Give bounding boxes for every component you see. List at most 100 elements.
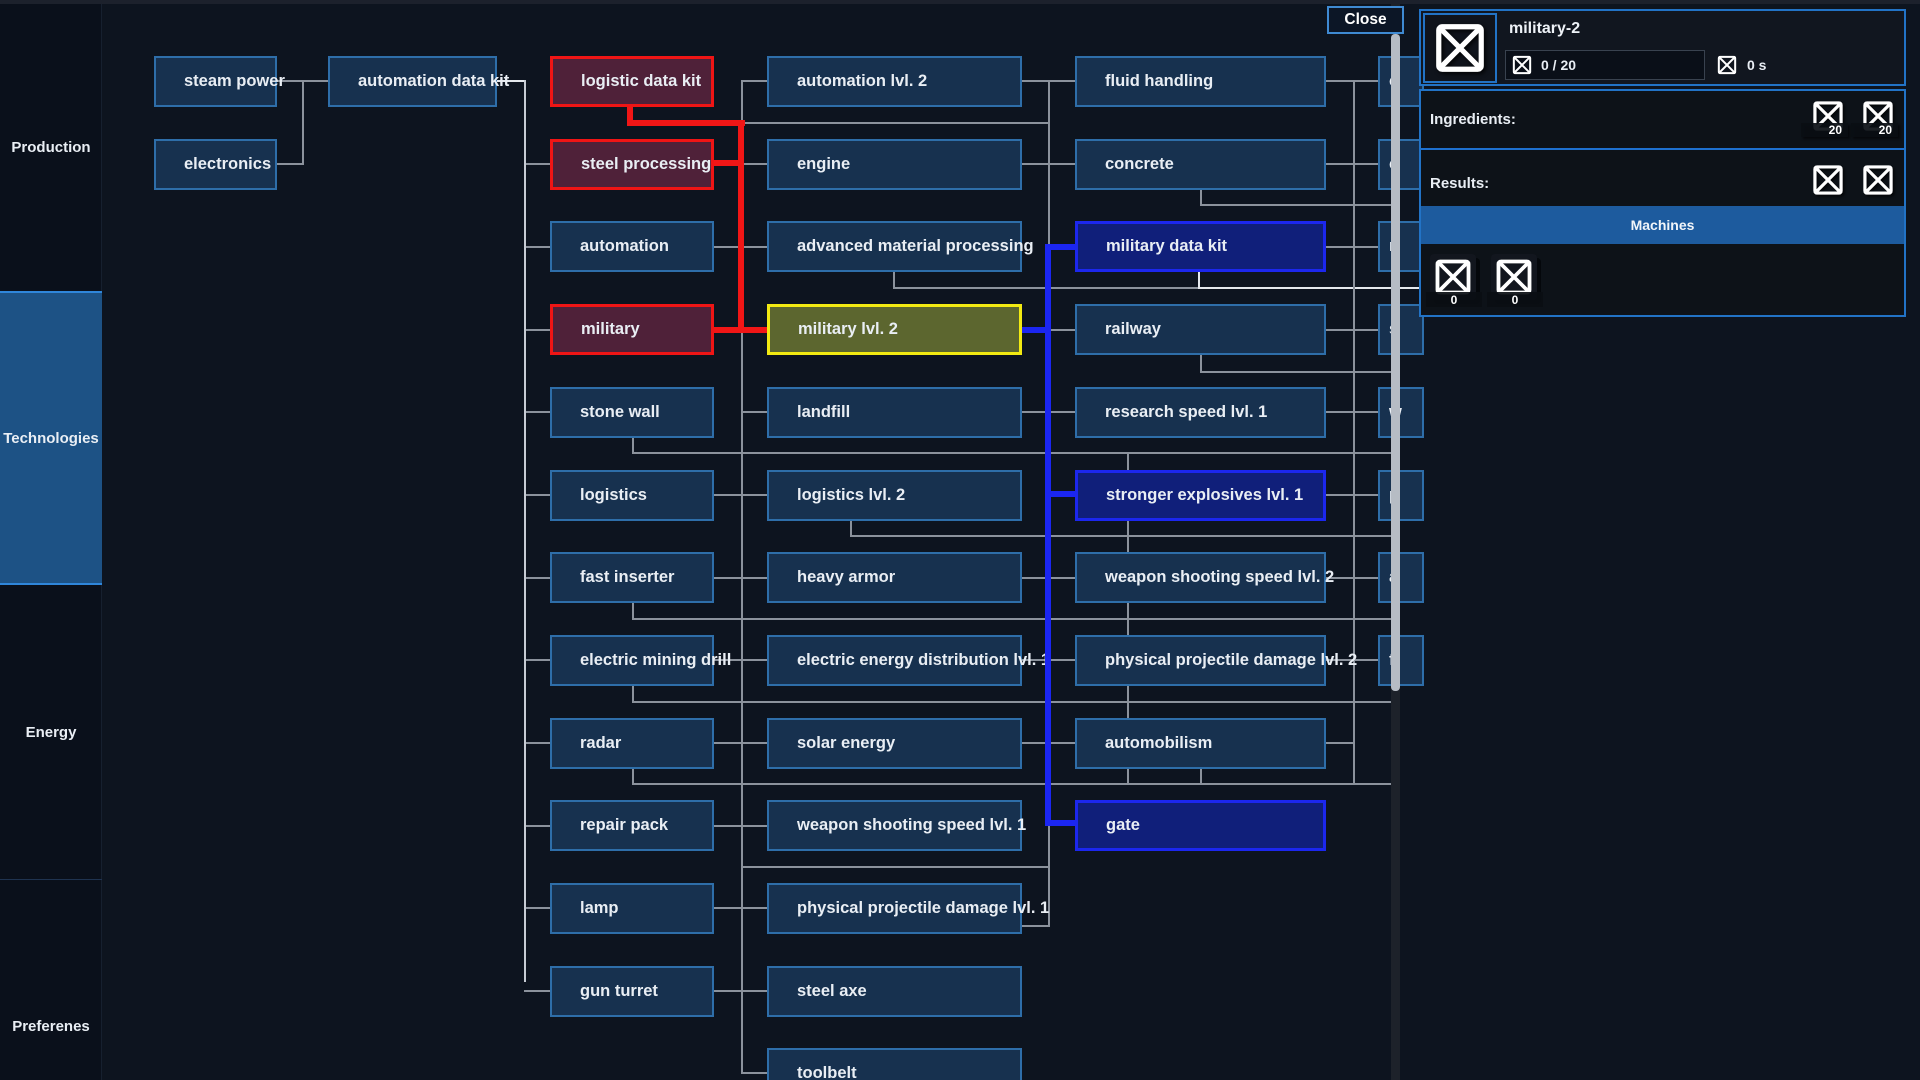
research-panel-header: military-2 0 / 20 0 s: [1419, 9, 1906, 86]
tech-node-railway[interactable]: railway: [1075, 304, 1326, 355]
tree-edge: [1353, 80, 1378, 82]
item-slot[interactable]: [1862, 164, 1894, 196]
tech-node-logistics-lvl-2[interactable]: logistics lvl. 2: [767, 470, 1022, 521]
results-slots: [1812, 164, 1894, 196]
tech-node-advanced-material-processing[interactable]: advanced material processing: [767, 221, 1034, 272]
tree-edge: [632, 783, 1391, 785]
tech-node-engine[interactable]: engine: [767, 139, 1022, 190]
tech-node-solar-energy[interactable]: solar energy: [767, 718, 1022, 769]
tree-edge: [632, 437, 634, 453]
time-item-icon: [1717, 55, 1737, 75]
tech-node-steel-axe[interactable]: steel axe: [767, 966, 1022, 1017]
tree-edge: [850, 535, 1391, 537]
close-button[interactable]: Close: [1327, 6, 1404, 34]
tree-edge: [632, 452, 1391, 454]
tech-node-military-lvl-2[interactable]: military lvl. 2: [767, 304, 1022, 355]
tech-node-stronger-explosives-lvl-1[interactable]: stronger explosives lvl. 1: [1075, 470, 1326, 521]
tree-edge: [738, 120, 744, 333]
tech-node-lamp[interactable]: lamp: [550, 883, 714, 934]
tree-edge: [1198, 287, 1419, 289]
research-title: military-2: [1509, 20, 1581, 37]
tree-edge: [741, 80, 743, 1074]
window-top-strip: [0, 0, 1920, 4]
time-value: 0 s: [1747, 57, 1767, 73]
tree-edge: [714, 160, 744, 166]
tech-node-steel-processing[interactable]: steel processing: [550, 139, 714, 190]
tech-node-fast-inserter[interactable]: fast inserter: [550, 552, 714, 603]
tree-edge: [1353, 80, 1355, 785]
tech-node-fluid-handling[interactable]: fluid handling: [1075, 56, 1326, 107]
tech-node-w[interactable]: w: [1378, 387, 1424, 438]
tech-node-electronics[interactable]: electronics: [154, 139, 277, 190]
item-slot[interactable]: [1812, 164, 1844, 196]
tech-node-steam-power[interactable]: steam power: [154, 56, 285, 107]
tree-edge: [632, 618, 1391, 620]
tree-edge: [714, 990, 767, 992]
tree-edge: [1353, 577, 1378, 579]
tech-node-physical-projectile-damage-lvl-2[interactable]: physical projectile damage lvl. 2: [1075, 635, 1357, 686]
item-slot[interactable]: 20: [1801, 100, 1848, 137]
tech-node-toolbelt[interactable]: toolbelt: [767, 1048, 1022, 1080]
tech-node-research-speed-lvl-1[interactable]: research speed lvl. 1: [1075, 387, 1326, 438]
tech-node-p[interactable]: p: [1378, 470, 1424, 521]
scrollbar-thumb[interactable]: [1391, 34, 1400, 691]
tree-edge: [1326, 577, 1353, 579]
tech-node-f[interactable]: f: [1378, 635, 1424, 686]
tree-edge: [714, 825, 767, 827]
tech-node-radar[interactable]: radar: [550, 718, 714, 769]
tech-node-c[interactable]: c: [1378, 56, 1424, 107]
tree-edge: [632, 768, 634, 784]
tech-node-automobilism[interactable]: automobilism: [1075, 718, 1326, 769]
tech-node-repair-pack[interactable]: repair pack: [550, 800, 714, 851]
tech-node-heavy-armor[interactable]: heavy armor: [767, 552, 1022, 603]
tree-edge: [1326, 329, 1353, 331]
tech-node-automation-data-kit[interactable]: automation data kit: [328, 56, 509, 107]
tree-edge: [524, 742, 550, 744]
tech-node-physical-projectile-damage-lvl-1[interactable]: physical projectile damage lvl. 1: [767, 883, 1049, 934]
sidebar-item-preferenes[interactable]: Preferenes: [0, 879, 102, 1080]
tree-edge: [632, 685, 634, 702]
tech-node-c[interactable]: c: [1378, 139, 1424, 190]
tech-node-weapon-shooting-speed-lvl-2[interactable]: weapon shooting speed lvl. 2: [1075, 552, 1334, 603]
tree-edge: [497, 80, 524, 82]
tree-edge: [277, 163, 302, 165]
tech-node-stone-wall[interactable]: stone wall: [550, 387, 714, 438]
tree-edge: [524, 659, 550, 661]
item-slot[interactable]: 0: [1426, 254, 1482, 307]
progress-item-icon: [1512, 55, 1532, 75]
tech-node-r[interactable]: r: [1378, 221, 1424, 272]
tech-node-automation-lvl-2[interactable]: automation lvl. 2: [767, 56, 1022, 107]
tree-edge: [1127, 452, 1129, 785]
tech-node-logistic-data-kit[interactable]: logistic data kit: [550, 56, 714, 107]
slot-count-badge: 20: [1801, 123, 1848, 137]
tree-edge: [1200, 355, 1202, 372]
tree-edge: [1326, 246, 1353, 248]
tech-node-gun-turret[interactable]: gun turret: [550, 966, 714, 1017]
tree-edge: [742, 1072, 767, 1074]
sidebar-item-energy[interactable]: Energy: [25, 723, 77, 741]
tech-node-weapon-shooting-speed-lvl-1[interactable]: weapon shooting speed lvl. 1: [767, 800, 1026, 851]
sidebar-item-production[interactable]: Production: [11, 139, 91, 156]
tech-node-logistics[interactable]: logistics: [550, 470, 714, 521]
tech-node-military[interactable]: military: [550, 304, 714, 355]
tech-node-electric-mining-drill[interactable]: electric mining drill: [550, 635, 731, 686]
tree-edge: [1045, 820, 1075, 826]
tech-node-landfill[interactable]: landfill: [767, 387, 1022, 438]
item-slot[interactable]: 20: [1851, 100, 1898, 137]
tech-node-s[interactable]: s: [1378, 304, 1424, 355]
sidebar-item-technologies[interactable]: Technologies: [0, 291, 102, 585]
tech-node-concrete[interactable]: concrete: [1075, 139, 1326, 190]
tree-edge: [1326, 163, 1353, 165]
tech-node-electric-energy-distribution-lvl-1[interactable]: electric energy distribution lvl. 1: [767, 635, 1050, 686]
tech-node-a[interactable]: a: [1378, 552, 1424, 603]
tree-edge: [1200, 204, 1391, 206]
tech-node-gate[interactable]: gate: [1075, 800, 1326, 851]
item-slot[interactable]: 0: [1487, 254, 1543, 307]
tech-node-military-data-kit[interactable]: military data kit: [1075, 221, 1326, 272]
tree-edge: [632, 602, 634, 619]
tree-edge: [742, 80, 767, 82]
tech-node-automation[interactable]: automation: [550, 221, 714, 272]
tree-edge: [1200, 189, 1202, 205]
